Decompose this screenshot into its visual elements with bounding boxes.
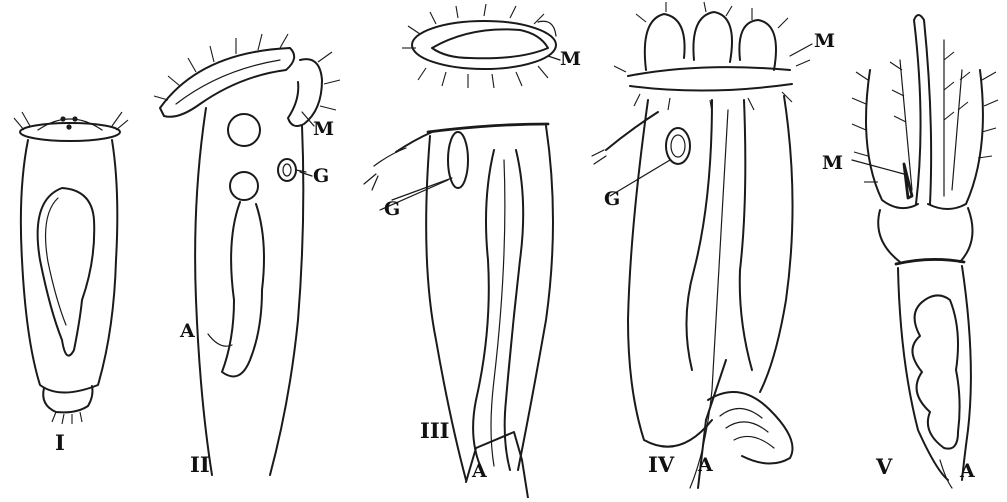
figure-3-label-m: M [560,50,581,69]
figure-5-label-m: M [822,154,843,173]
figure-5-cilia [852,52,998,182]
figure-3-corona-cilia [402,4,548,88]
figure-3-drawing [364,4,556,498]
figure-4-label-a: A [698,456,713,475]
figure-1-cilia [14,112,128,424]
figure-1-drawing [14,112,128,424]
figure-3-numeral: III [420,420,449,441]
figure-3-label-g: G [384,200,400,219]
figure-5-numeral: V [876,456,892,477]
figure-4-label-g: G [604,190,620,209]
figure-4-numeral: IV [648,454,674,475]
figure-4-label-m: M [814,32,835,51]
figure-2-corona-cilia [154,34,340,110]
figure-2-numeral: II [190,454,210,475]
figure-2-label-g: G [313,167,329,186]
figure-2-drawing [154,34,340,475]
figure-2-label-m: M [313,120,334,139]
figure-4-drawing [592,2,810,488]
figure-2-label-a: A [180,322,195,341]
figure-3-label-a: A [472,462,487,481]
figure-5-label-a: A [960,462,975,481]
figure-5-drawing [852,15,998,488]
figure-4-corona-cilia [614,2,810,112]
figure-1-numeral: I [55,432,65,453]
